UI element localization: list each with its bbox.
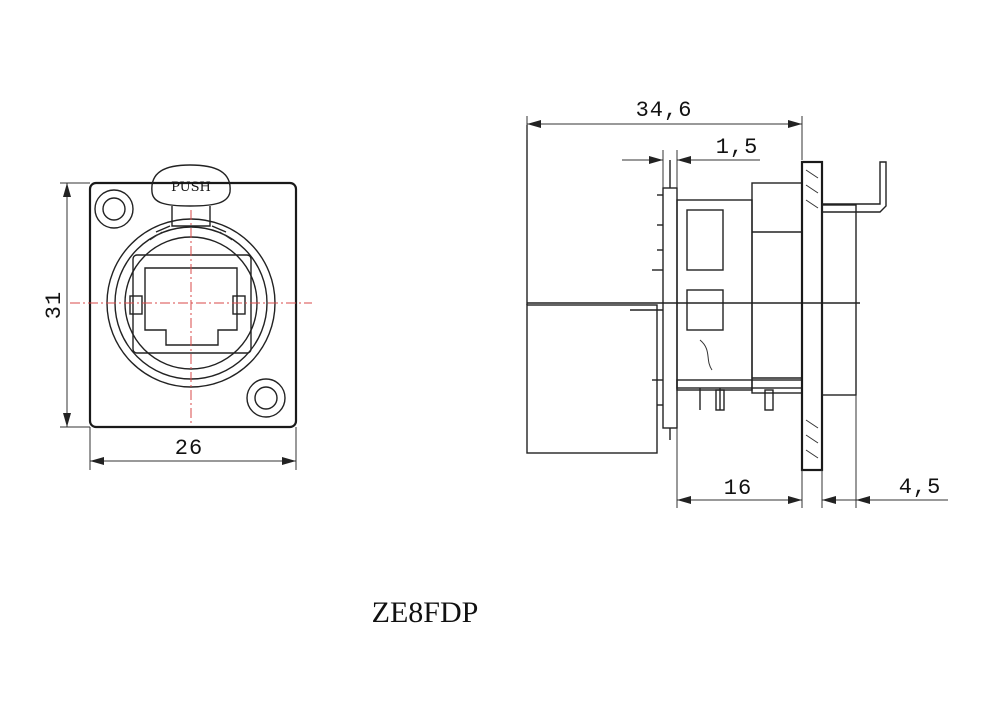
dimension-overall-depth: 34,6	[526, 98, 803, 160]
front-view: PUSH	[42, 164, 312, 470]
dimension-flange-thickness-label: 1,5	[716, 135, 759, 160]
dimension-rear-extension-label: 4,5	[899, 475, 942, 500]
connector-housing	[676, 182, 803, 411]
model-label: ZE8FDP	[372, 596, 479, 629]
dimension-flange-thickness: 1,5	[622, 135, 760, 188]
mounting-hole-top-left	[94, 189, 134, 229]
plug-body	[526, 304, 658, 454]
mounting-hole-bottom-right	[246, 378, 286, 418]
mounting-nut	[800, 160, 857, 472]
rear-latch	[822, 161, 887, 213]
dimension-body-depth: 16	[676, 428, 803, 508]
side-view: 34,6 1,5 16 4,5	[526, 98, 948, 508]
push-latch: PUSH	[151, 164, 231, 227]
dimension-overall-depth-label: 34,6	[636, 98, 693, 123]
push-label: PUSH	[171, 180, 211, 195]
contact-pins	[630, 194, 663, 406]
dimension-width: 26	[89, 427, 297, 470]
dimension-rear-extension: 4,5	[821, 395, 948, 508]
dimension-height: 31	[42, 182, 90, 428]
dimension-body-depth-label: 16	[724, 476, 752, 501]
front-flange	[88, 181, 298, 429]
rj45-socket	[129, 254, 252, 354]
dimension-width-label: 26	[175, 436, 203, 461]
dimension-height-label: 31	[42, 291, 67, 319]
front-panel	[662, 160, 678, 440]
